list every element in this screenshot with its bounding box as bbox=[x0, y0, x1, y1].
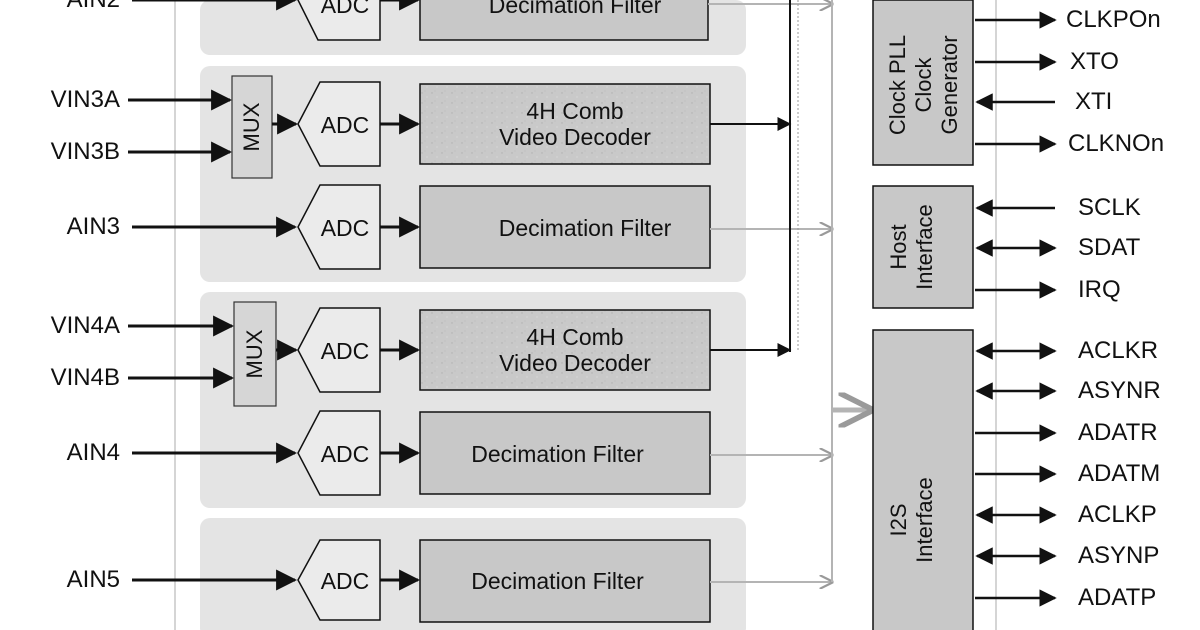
i2s-signal-aclkr: ACLKR bbox=[1078, 337, 1159, 364]
comb-label-line1: 4H Comb bbox=[526, 324, 624, 350]
host-block-title-line1: Host bbox=[886, 224, 911, 270]
adc-label: ADC bbox=[320, 112, 370, 138]
comb-label-line2: Video Decoder bbox=[499, 124, 651, 150]
decimation-filter-label: Decimation Filter bbox=[488, 0, 662, 18]
comb-label-line1: 4H Comb bbox=[526, 98, 624, 124]
decimation-block-ain3 bbox=[419, 185, 711, 269]
i2s-signal-adatr: ADATR bbox=[1078, 419, 1158, 446]
comb-block-3 bbox=[419, 83, 711, 165]
decimation-filter-label: Decimation Filter bbox=[471, 568, 644, 594]
decimation-filter-label: Decimation Filter bbox=[498, 215, 672, 241]
clock-signal-clknon: CLKNOn bbox=[1068, 130, 1165, 157]
decimation-block-ain5 bbox=[419, 539, 711, 623]
decimation-block-ain2 bbox=[419, 0, 709, 41]
adc-label: ADC bbox=[320, 338, 370, 364]
mux-shape-4 bbox=[233, 301, 277, 407]
clock-block bbox=[872, 0, 974, 166]
host-block bbox=[872, 185, 974, 309]
i2s-signal-adatp: ADATP bbox=[1078, 584, 1157, 611]
decimation-filter-label: Decimation Filter bbox=[471, 441, 644, 467]
clock-block-title-line2: Clock bbox=[911, 57, 936, 113]
i2s-block-title-line1: I2S bbox=[886, 503, 911, 537]
adc-label: ADC bbox=[320, 0, 370, 18]
adc-label: ADC bbox=[320, 215, 370, 241]
i2s-signal-aclkp: ACLKP bbox=[1078, 501, 1157, 528]
i2s-signal-asynr: ASYNR bbox=[1078, 377, 1161, 404]
i2s-signal-asynp: ASYNP bbox=[1078, 542, 1160, 569]
i2s-block bbox=[872, 329, 974, 630]
clock-block-title-line1: Clock PLL bbox=[885, 34, 910, 136]
mux-shape-3 bbox=[231, 75, 273, 179]
decimation-block-ain4 bbox=[419, 411, 711, 495]
host-signal-irq: IRQ bbox=[1078, 276, 1121, 303]
adc-label: ADC bbox=[320, 568, 370, 594]
i2s-block-title-line2: Interface bbox=[912, 477, 937, 563]
input-label-vin3b: VIN3B bbox=[50, 138, 120, 165]
comb-block-4 bbox=[419, 309, 711, 391]
i2s-signal-adatm: ADATM bbox=[1078, 460, 1161, 487]
input-label-vin3a: VIN3A bbox=[50, 86, 120, 113]
adc-shape-ain2 bbox=[297, 0, 381, 41]
host-signal-sclk: SCLK bbox=[1078, 194, 1141, 221]
clock-signal-xti: XTI bbox=[1075, 88, 1113, 115]
input-label-vin4a: VIN4A bbox=[50, 312, 120, 339]
input-label-ain4: AIN4 bbox=[66, 439, 120, 466]
adc-label: ADC bbox=[320, 441, 370, 467]
host-block-title-line2: Interface bbox=[912, 204, 937, 290]
input-label-ain2: AIN2 bbox=[10, 0, 120, 14]
input-label-vin4b: VIN4B bbox=[50, 364, 120, 391]
input-label-ain5: AIN5 bbox=[66, 566, 120, 593]
comb-label-line2: Video Decoder bbox=[499, 350, 651, 376]
mux-label: MUX bbox=[239, 102, 264, 152]
host-signal-sdat: SDAT bbox=[1078, 234, 1141, 261]
mux-label: MUX bbox=[242, 329, 267, 379]
clock-signal-clkpon: CLKPOn bbox=[1066, 6, 1161, 33]
clock-block-title-line3: Generator bbox=[937, 35, 962, 135]
clock-signal-xto: XTO bbox=[1070, 48, 1119, 75]
input-label-ain3: AIN3 bbox=[66, 213, 120, 240]
